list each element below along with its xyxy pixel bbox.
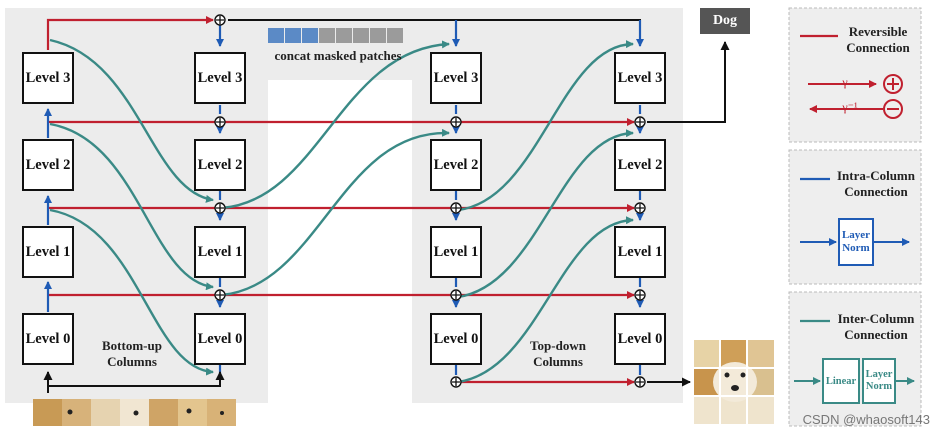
layer-norm-box: Layer Norm [838,218,874,266]
circle-plus-icon [883,74,903,94]
concat-masked-patches-label: concat masked patches [274,48,402,63]
dog-image [33,399,236,426]
gamma-inverse-label: γ⁻¹ [842,100,858,114]
col2-level0-box: Level 0 [194,313,246,365]
col1-level0-box: Level 0 [22,313,74,365]
classification-arrow [647,41,730,123]
center-gap [268,80,406,403]
col2-level3-box: Level 3 [194,52,246,104]
col3-level0-box: Level 0 [430,313,482,365]
legend-reversible-title: Reversible Connection [846,24,910,55]
col2-level2-box: Level 2 [194,139,246,191]
reconstructed-dog-image [694,340,774,424]
col1-level3-box: Level 3 [22,52,74,104]
legend-inter-column-title: Inter-Column Connection [837,311,915,342]
layer-norm-box-inter: Layer Norm [862,358,896,404]
col1-level2-box: Level 2 [22,139,74,191]
legend-reversible-panel [788,7,922,143]
circle-minus-icon [883,99,903,119]
watermark: CSDN @whaosoft143 [802,412,930,427]
linear-box: Linear [822,358,860,404]
top-down-columns-label: Top-down Columns [530,338,586,369]
col4-level1-box: Level 1 [614,226,666,278]
col3-level2-box: Level 2 [430,139,482,191]
col4-level2-box: Level 2 [614,139,666,191]
col2-level1-box: Level 1 [194,226,246,278]
bottom-up-columns-label: Bottom-up Columns [102,338,162,369]
col3-level3-box: Level 3 [430,52,482,104]
circle-plus-icon [216,16,644,386]
legend-intra-column-title: Intra-Column Connection [836,168,915,199]
col4-level3-box: Level 3 [614,52,666,104]
gamma-label: γ [842,75,848,89]
col1-level1-box: Level 1 [22,226,74,278]
masked-patches-strip [268,28,403,43]
col3-level1-box: Level 1 [430,226,482,278]
reversible-top-line [46,16,214,50]
col4-level0-box: Level 0 [614,313,666,365]
output-class-label: Dog [700,8,750,34]
